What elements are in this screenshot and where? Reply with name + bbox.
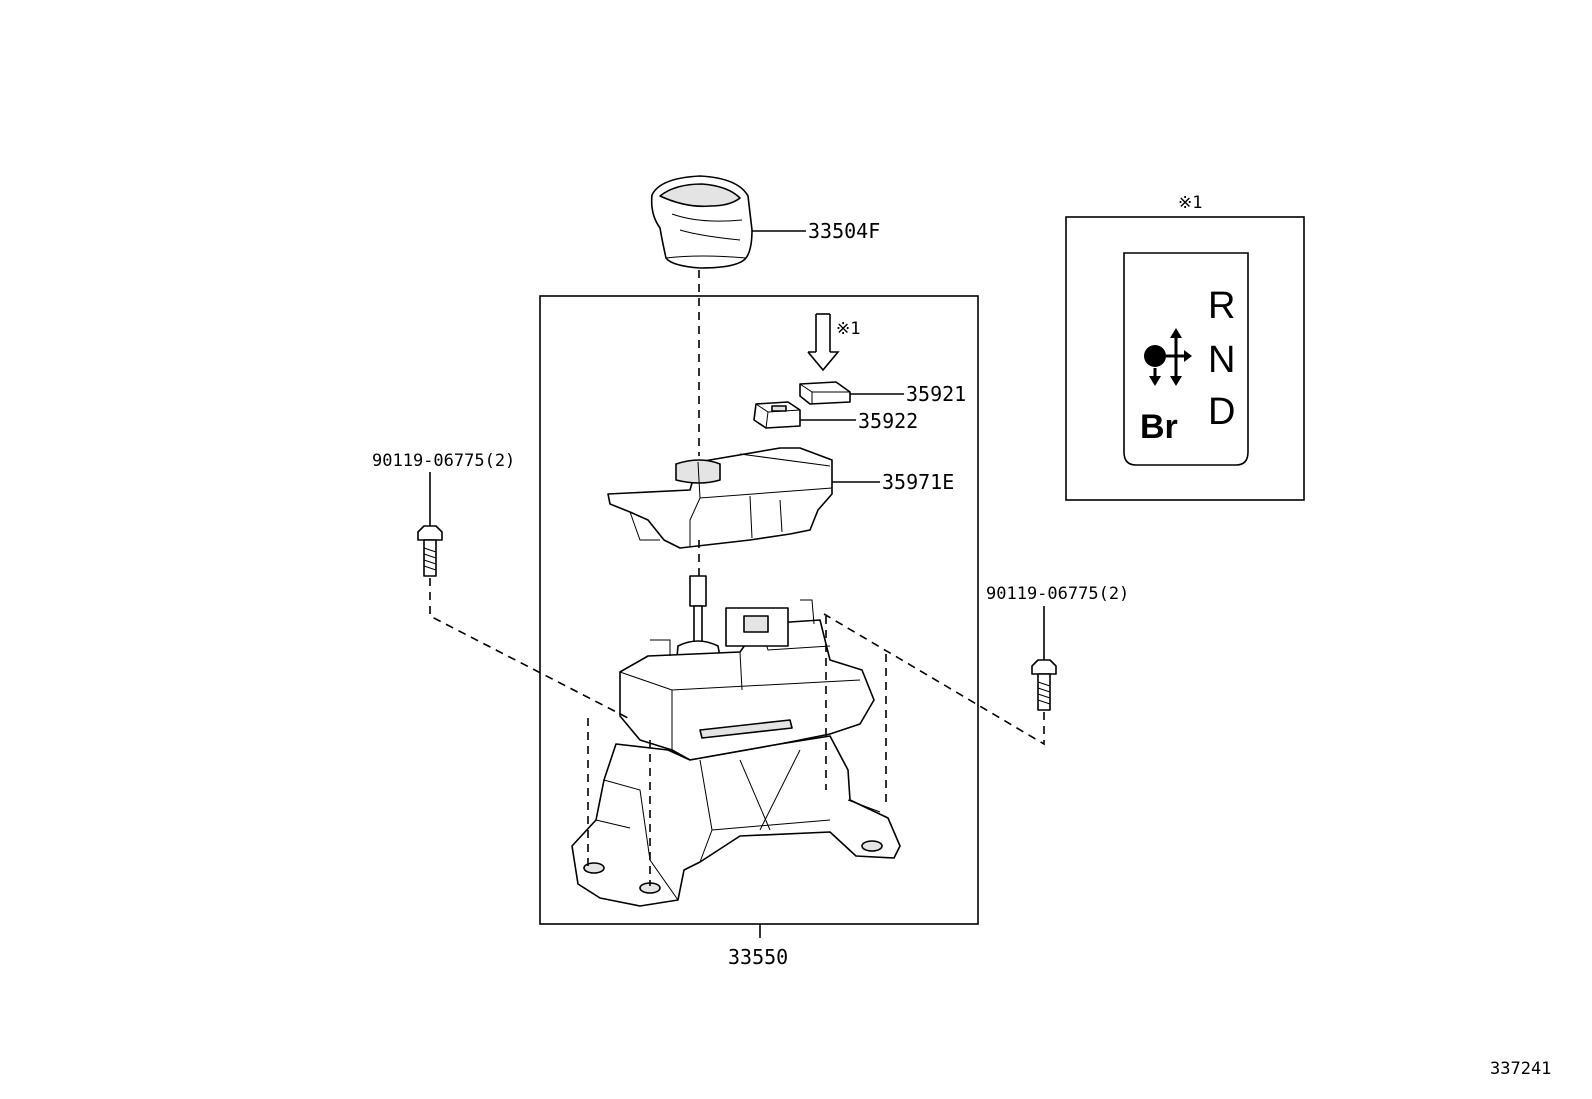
indicator-plate [1123, 252, 1249, 466]
bolt-left[interactable] [417, 525, 443, 577]
label-33504f[interactable]: 33504F [808, 219, 880, 243]
reference-arrow [807, 313, 840, 372]
cover-35922[interactable] [753, 401, 801, 429]
indicator-br: Br [1140, 408, 1178, 446]
bolt-right[interactable] [1031, 659, 1057, 711]
bolt-left-guide [429, 578, 629, 719]
assembly-frame [539, 295, 979, 925]
bolt-right-guide [823, 613, 1045, 746]
label-bolt-left[interactable]: 90119-06775(2) [372, 451, 515, 471]
indicator-r: R [1208, 285, 1235, 327]
ref-mark-arrow: ※1 [836, 319, 860, 339]
inset-frame [1065, 216, 1305, 501]
shift-knob[interactable] [650, 175, 753, 269]
label-33550[interactable]: 33550 [728, 945, 788, 969]
shift-pattern-icon [1144, 328, 1192, 386]
indicator-d: D [1208, 391, 1235, 433]
label-bolt-right[interactable]: 90119-06775(2) [986, 584, 1129, 604]
ref-mark-inset: ※1 [1178, 193, 1202, 213]
indicator-n: N [1208, 339, 1235, 381]
housing-35971e[interactable] [607, 447, 833, 549]
base-assembly[interactable] [571, 599, 901, 907]
cover-35921[interactable] [799, 381, 851, 405]
label-35971e[interactable]: 35971E [882, 470, 954, 494]
label-35922[interactable]: 35922 [858, 409, 918, 433]
label-35921[interactable]: 35921 [906, 382, 966, 406]
figure-id: 337241 [1490, 1059, 1551, 1079]
